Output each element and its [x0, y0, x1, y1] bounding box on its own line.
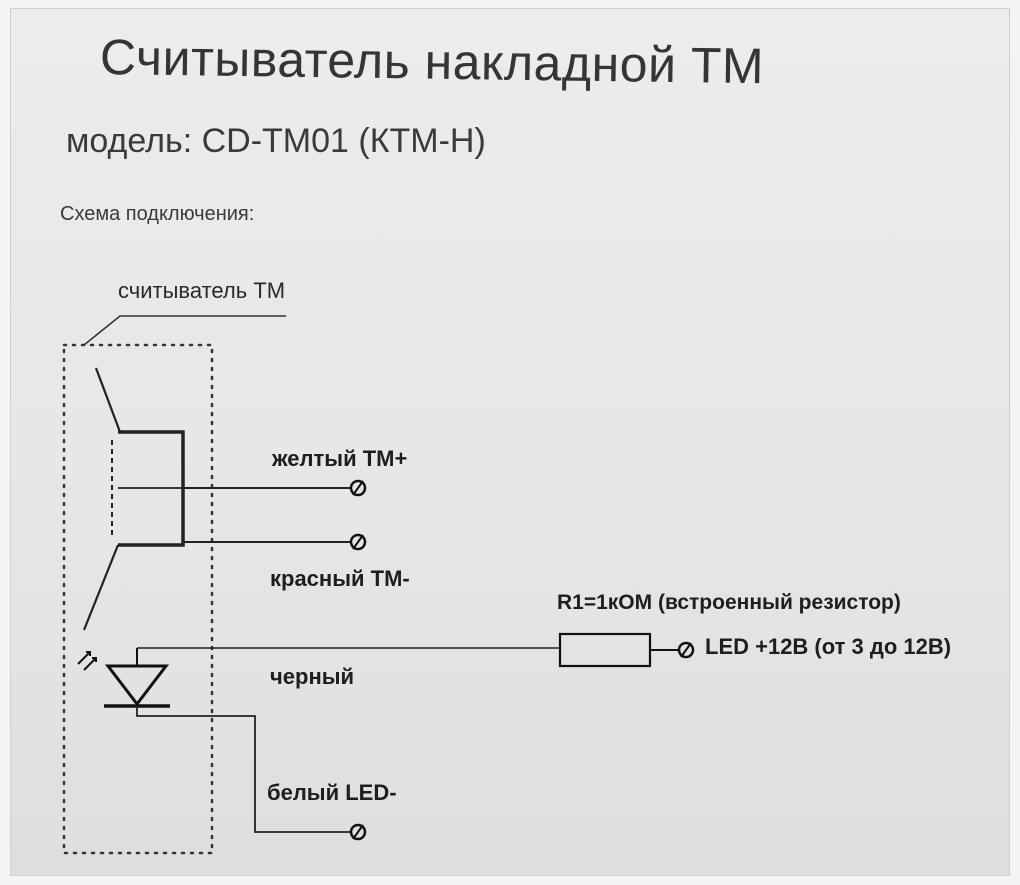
- scheme-label: Схема подключения:: [60, 203, 255, 225]
- white-wire-label: белый LED-: [267, 780, 397, 805]
- red-wire: [183, 533, 367, 551]
- black-wire-label: черный: [270, 664, 355, 689]
- yellow-terminal: [349, 479, 367, 497]
- led-diode-symbol: [77, 648, 170, 708]
- white-wire: [136, 706, 367, 841]
- white-terminal: [349, 823, 367, 841]
- paper-sheet: [10, 8, 1010, 876]
- yellow-wire-label: желтый ТМ+: [272, 446, 408, 471]
- tm-contact-symbol: [82, 367, 185, 631]
- reader-label: считыватель ТМ: [118, 278, 286, 303]
- yellow-wire: [183, 479, 367, 497]
- red-wire-label: красный ТМ-: [270, 566, 410, 591]
- resistor-label: R1=1кОМ (встроенный резистор): [557, 591, 901, 614]
- reader-leader-line: [83, 315, 286, 346]
- resistor-r1: [558, 632, 652, 668]
- led-supply-terminal: [677, 641, 695, 659]
- reader-enclosure: [62, 343, 214, 855]
- red-terminal: [349, 533, 367, 551]
- led-supply-label: LED +12В (от 3 до 12В): [705, 634, 952, 659]
- model-label: модель: CD-TM01 (КТМ-Н): [66, 122, 486, 160]
